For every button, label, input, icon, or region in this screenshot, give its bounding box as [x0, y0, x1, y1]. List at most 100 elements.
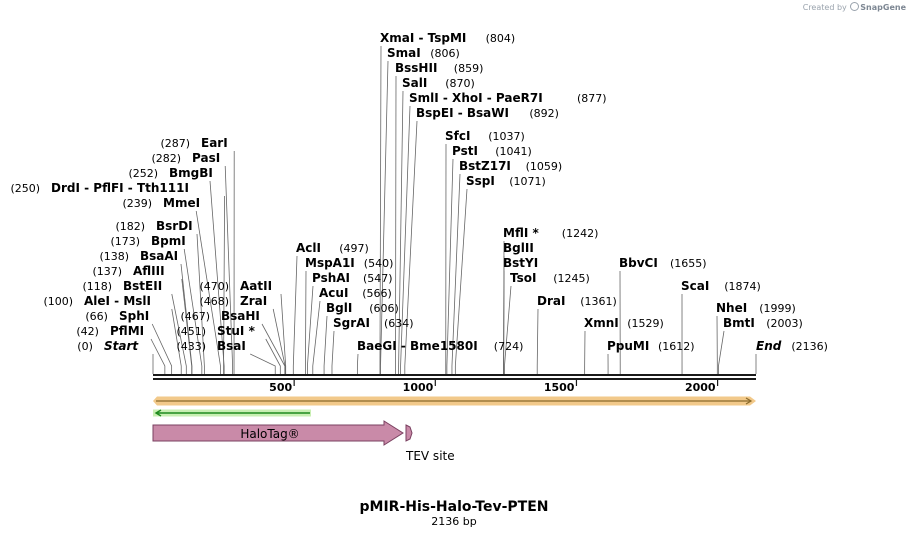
site-pshai[interactable]: PshAI(547) — [312, 271, 393, 285]
site-acli[interactable]: AclI(497) — [296, 241, 369, 255]
site-position: (282) — [152, 152, 182, 165]
site-mspa1i[interactable]: MspA1I(540) — [305, 256, 393, 270]
site-xmni[interactable]: XmnI(1529) — [584, 316, 664, 330]
site-name: XmnI — [584, 316, 619, 330]
site-nhei[interactable]: NheI(1999) — [716, 301, 796, 315]
site-label-mfli: MflI *(1242) — [503, 226, 598, 240]
site-label-sspi: SspI(1071) — [466, 174, 546, 188]
site-end[interactable]: End(2136) — [756, 339, 828, 353]
site-xmai[interactable]: XmaI - TspMI (804) — [380, 31, 515, 45]
leader-baegi — [356, 353, 359, 374]
leader-pasi — [224, 165, 234, 374]
site-position: (100) — [44, 295, 74, 308]
site-name: ZraI — [240, 294, 267, 308]
site-sgrai[interactable]: SgrAI(634) — [333, 316, 414, 330]
site-smli[interactable]: SmlI - XhoI - PaeR7I(877) — [409, 91, 607, 105]
site-psti[interactable]: PstI(1041) — [452, 144, 532, 158]
site-position: (2003) — [766, 317, 803, 330]
ruler-tick-label: 2000 — [685, 381, 716, 394]
site-bspei[interactable]: BspEI - BsaWI(892) — [416, 106, 559, 120]
site-drai[interactable]: DraI(1361) — [537, 294, 617, 308]
site-label-bpmi: (173)BpmI — [111, 234, 186, 248]
halotag-feature[interactable]: HaloTag® — [152, 420, 404, 446]
leader-mspa1i — [305, 270, 307, 374]
site-name: MmeI — [163, 196, 200, 210]
leader-bgli — [323, 315, 328, 374]
site-mfli[interactable]: MflI *(1242) — [503, 226, 598, 240]
site-position: (239) — [123, 197, 153, 210]
site-bsrdi[interactable]: (182)BsrDI — [116, 219, 193, 233]
site-name: BsrDI — [156, 219, 193, 233]
site-bglii[interactable]: BglII — [503, 241, 534, 255]
site-name: AleI - MslI — [84, 294, 151, 308]
site-name: XmaI - TspMI — [380, 31, 466, 45]
site-sfci[interactable]: SfcI(1037) — [445, 129, 525, 143]
halotag-label: HaloTag® — [240, 427, 299, 441]
site-name: BspEI - BsaWI — [416, 106, 509, 120]
site-name: DrdI - PflFI - Tth111I — [51, 181, 189, 195]
site-position: (1361) — [580, 295, 617, 308]
site-label-bmti: BmtI(2003) — [723, 316, 803, 330]
site-label-xmai: XmaI - TspMI (804) — [380, 31, 515, 45]
site-bpmi[interactable]: (173)BpmI — [111, 234, 186, 248]
site-acui[interactable]: AcuI(566) — [319, 286, 392, 300]
site-position: (66) — [85, 310, 108, 323]
site-smai[interactable]: SmaI(806) — [387, 46, 460, 60]
leader-drai — [536, 308, 539, 374]
leader-bsshii — [395, 75, 397, 374]
site-mmei[interactable]: (239) MmeI — [123, 196, 201, 210]
credit-prefix: Created by — [802, 3, 847, 12]
site-bmgbi[interactable]: (252)BmgBI — [129, 166, 213, 180]
site-label-bsai: (433)BsaI — [177, 339, 246, 353]
site-bsshii[interactable]: BssHII(859) — [395, 61, 483, 75]
site-position: (42) — [76, 325, 99, 338]
site-stui[interactable]: (451)StuI * — [177, 324, 256, 338]
site-afliii[interactable]: (137)AflIII — [93, 264, 165, 278]
site-position: (0) — [77, 340, 93, 353]
site-start[interactable]: (0)Start — [77, 339, 139, 353]
leader-psti — [446, 158, 454, 374]
site-labels: (0)Start(42)PflMI(66)SphI (100) AleI - Msl… — [11, 31, 828, 353]
site-bmti[interactable]: BmtI(2003) — [723, 316, 803, 330]
site-sali[interactable]: SalI(870) — [402, 76, 475, 90]
site-name: AflIII — [133, 264, 165, 278]
site-position: (540) — [364, 257, 394, 270]
site-sphi[interactable]: (66)SphI — [85, 309, 149, 323]
site-tsoi[interactable]: TsoI(1245) — [510, 271, 590, 285]
site-scai[interactable]: ScaI(1874) — [681, 279, 761, 293]
site-position: (1999) — [759, 302, 796, 315]
site-bsaai[interactable]: (138)BsaAI — [100, 249, 179, 263]
site-bsai[interactable]: (433)BsaI — [177, 339, 246, 353]
site-bstyi[interactable]: BstYI — [503, 256, 538, 270]
site-name: BsaAI — [140, 249, 178, 263]
site-bbvci[interactable]: BbvCI(1655) — [619, 256, 707, 270]
site-eari[interactable]: (287)EarI — [161, 136, 228, 150]
ruler-top-line — [153, 374, 756, 376]
site-bsahi[interactable]: (467)BsaHI — [181, 309, 260, 323]
site-name: BpmI — [151, 234, 186, 248]
site-bgli[interactable]: BglI(606) — [326, 301, 399, 315]
site-pfimi[interactable]: (42)PflMI — [76, 324, 144, 338]
site-bsteii[interactable]: (118)BstEII — [83, 279, 163, 293]
site-label-sphi: (66)SphI — [85, 309, 149, 323]
site-position: (806) — [430, 47, 460, 60]
site-label-bsaai: (138)BsaAI — [100, 249, 179, 263]
site-baegi[interactable]: BaeGI - Bme1580I(724) — [357, 339, 523, 353]
site-alei[interactable]: (100) AleI - MslI — [44, 294, 152, 308]
site-name: BstEII — [123, 279, 162, 293]
site-bstz17i[interactable]: BstZ17I(1059) — [459, 159, 562, 173]
site-pasi[interactable]: (282)PasI — [152, 151, 221, 165]
tev-site-feature[interactable]: TEV site — [405, 424, 455, 463]
site-position: (804) — [486, 32, 516, 45]
site-name: AatII — [240, 279, 272, 293]
credit-brand: SnapGene — [860, 3, 906, 12]
site-label-pfimi: (42)PflMI — [76, 324, 144, 338]
site-sspi[interactable]: SspI(1071) — [466, 174, 546, 188]
site-ppumi[interactable]: PpuMI(1612) — [607, 339, 695, 353]
site-aatii[interactable]: (470)AatII — [200, 279, 273, 293]
site-drdi[interactable]: (250)DrdI - PflFI - Tth111I — [11, 181, 189, 195]
site-name: SgrAI — [333, 316, 370, 330]
site-label-aatii: (470)AatII — [200, 279, 273, 293]
site-zrai[interactable]: (468)ZraI — [200, 294, 268, 308]
